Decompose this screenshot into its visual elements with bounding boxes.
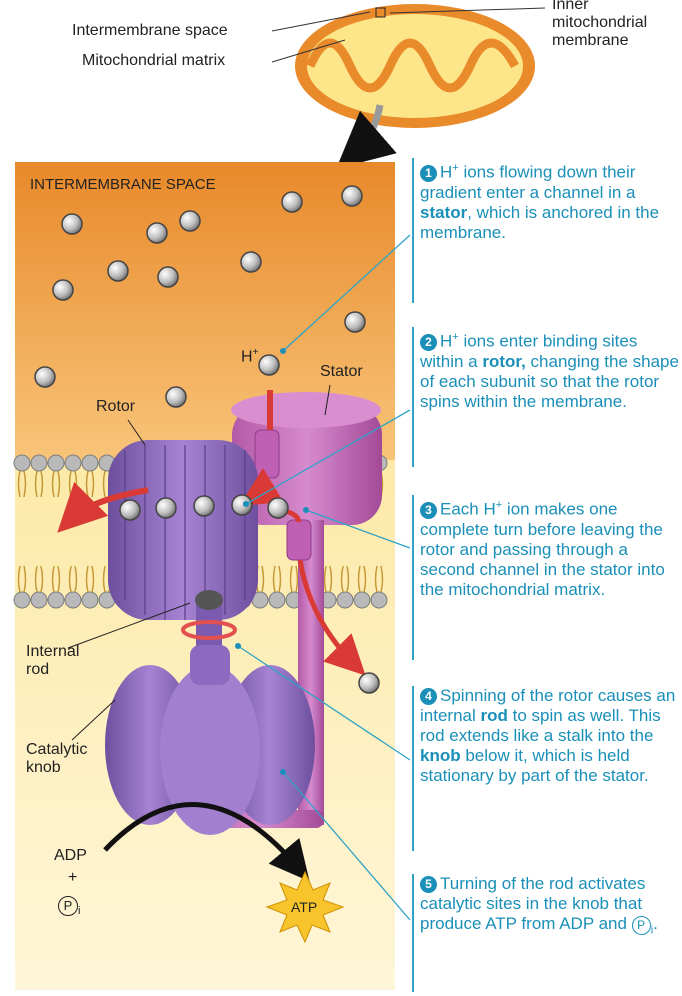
internal-rod-label: Internal rod [26,643,79,679]
step-3: 3Each H+ ion makes one complete turn bef… [412,495,682,660]
h-ion [342,186,362,206]
step-1-text-a: H [440,163,452,182]
h-ion [108,261,128,281]
internal-rod-line-1: Internal [26,643,79,661]
inner-membrane-line-1: Inner [552,0,680,14]
lipid-head [82,455,98,471]
step-2: 2H+ ions enter binding sites within a ro… [412,327,682,467]
mitochondrial-matrix-label: Mitochondrial matrix [82,52,225,70]
mitochondrion-icon [295,4,535,128]
h-ion [268,498,288,518]
h-ion-label: H+ [241,344,258,366]
intermembrane-region-label: INTERMEMBRANE SPACE [30,176,216,194]
catalytic-knob-label: Catalytic knob [26,741,87,777]
rotor [108,440,258,620]
h-ion [35,367,55,387]
h-ion [156,498,176,518]
h-ion [194,496,214,516]
stator-label: Stator [320,363,363,381]
step-5-end: . [653,914,658,933]
atp-label: ATP [291,898,317,916]
catalytic-knob-line-2: knob [26,759,87,777]
h-ion [62,214,82,234]
h-ion [241,252,261,272]
step-4-number: 4 [420,688,437,705]
lipid-head [31,455,47,471]
step-2-text-a: H [440,332,452,351]
step-5: 5Turning of the rod activates catalytic … [412,874,682,992]
lipid-head [82,592,98,608]
step-1-number: 1 [420,165,437,182]
lipid-head [65,592,81,608]
lipid-head [354,592,370,608]
lipid-head [48,455,64,471]
h-ion [282,192,302,212]
h-ion [259,355,279,375]
adp-label: ADP [54,847,87,865]
step-5-pi: P [632,916,651,935]
lipid-head [14,592,30,608]
h-ion [180,211,200,231]
h-ion [120,500,140,520]
catalytic-knob-line-1: Catalytic [26,741,87,759]
lipid-head [371,592,387,608]
plus-label: + [68,869,77,887]
step-1-bold: stator [420,203,467,222]
lipid-head [31,592,47,608]
h-ion [359,673,379,693]
step-4-bold: rod [480,706,507,725]
step-5-text-a: Turning of the rod activates catalytic s… [420,874,645,933]
h-ion [147,223,167,243]
h-ion [232,495,252,515]
step-1: 1H+ ions flowing down their gradient ent… [412,158,682,303]
step-4-bold-2: knob [420,746,461,765]
pi-symbol: P [58,896,78,916]
inner-membrane-label: Inner mitochondrial membrane [552,0,680,50]
step-3-number: 3 [420,502,437,519]
internal-rod-line-2: rod [26,661,79,679]
inner-membrane-line-2: mitochondrial [552,14,680,32]
intermembrane-space-label: Intermembrane space [72,22,228,40]
lipid-head [65,455,81,471]
h-ion-text: H [241,348,253,365]
step-4: 4Spinning of the rotor causes an interna… [412,686,682,851]
step-2-number: 2 [420,334,437,351]
pi-label: Pi [58,896,80,920]
rotor-label: Rotor [96,398,135,416]
lipid-head [269,592,285,608]
h-ion-charge: + [253,347,259,358]
lipid-head [14,455,30,471]
h-ion [53,280,73,300]
step-2-bold: rotor, [482,352,525,371]
h-ion [158,267,178,287]
inner-membrane-line-3: membrane [552,32,680,50]
lipid-head [337,592,353,608]
h-ion [166,387,186,407]
h-ion [345,312,365,332]
pi-subscript: i [78,905,80,917]
step-3-text-a: Each H [440,500,496,519]
step-5-number: 5 [420,876,437,893]
lipid-head [48,592,64,608]
